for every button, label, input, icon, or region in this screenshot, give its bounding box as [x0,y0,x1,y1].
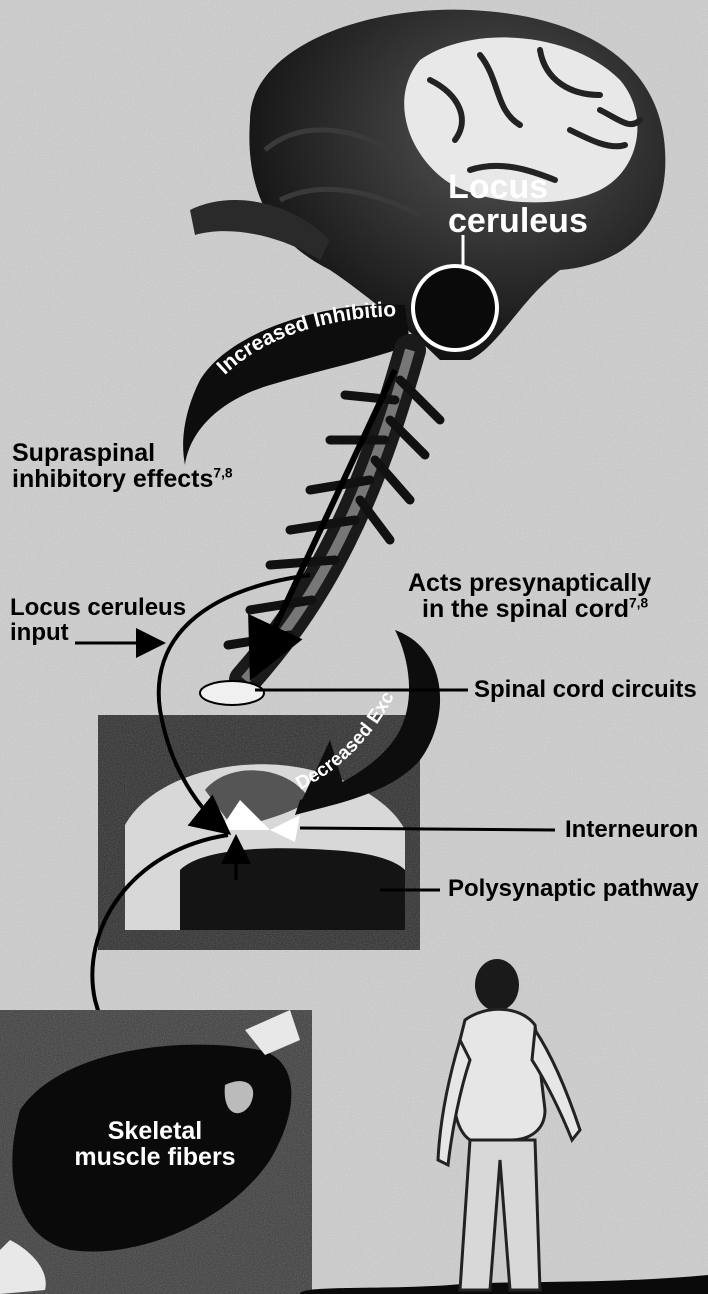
acts-presynaptic-line1: Acts presynaptically [408,570,651,596]
interneuron-label: Interneuron [565,817,698,842]
supraspinal-ref: 7,8 [213,466,232,481]
locus-input-line2: input [10,620,186,645]
acts-presynaptic-line2: in the spinal cord7,8 [408,596,651,622]
skeletal-muscle-label: Skeletal muscle fibers [55,1118,255,1171]
acts-presynaptic-ref: 7,8 [629,596,648,611]
polysynaptic-pathway-label: Polysynaptic pathway [448,876,699,901]
skeletal-line2: muscle fibers [55,1144,255,1170]
locus-ceruleus-label: Locus ceruleus [448,170,588,238]
skeletal-line1: Skeletal [55,1118,255,1144]
locus-ceruleus-circle [413,266,497,350]
spinal-cord-disc [200,681,264,705]
locus-ceruleus-line2: ceruleus [448,204,588,238]
supraspinal-label: Supraspinal inhibitory effects7,8 [12,440,233,493]
interneuron-pointer [300,828,555,830]
acts-presynaptic-line2-text: in the spinal cord [422,595,629,623]
acts-presynaptic-label: Acts presynaptically in the spinal cord7… [408,570,651,623]
supraspinal-line2: inhibitory effects7,8 [12,466,233,492]
locus-input-label: Locus ceruleus input [10,595,186,645]
spinal-cord-cross-section [98,715,420,950]
spinal-cord-circuits-label: Spinal cord circuits [474,677,697,702]
supraspinal-line2-text: inhibitory effects [12,465,213,493]
supraspinal-line1: Supraspinal [12,440,233,466]
locus-input-line1: Locus ceruleus [10,595,186,620]
locus-ceruleus-line1: Locus [448,170,588,204]
